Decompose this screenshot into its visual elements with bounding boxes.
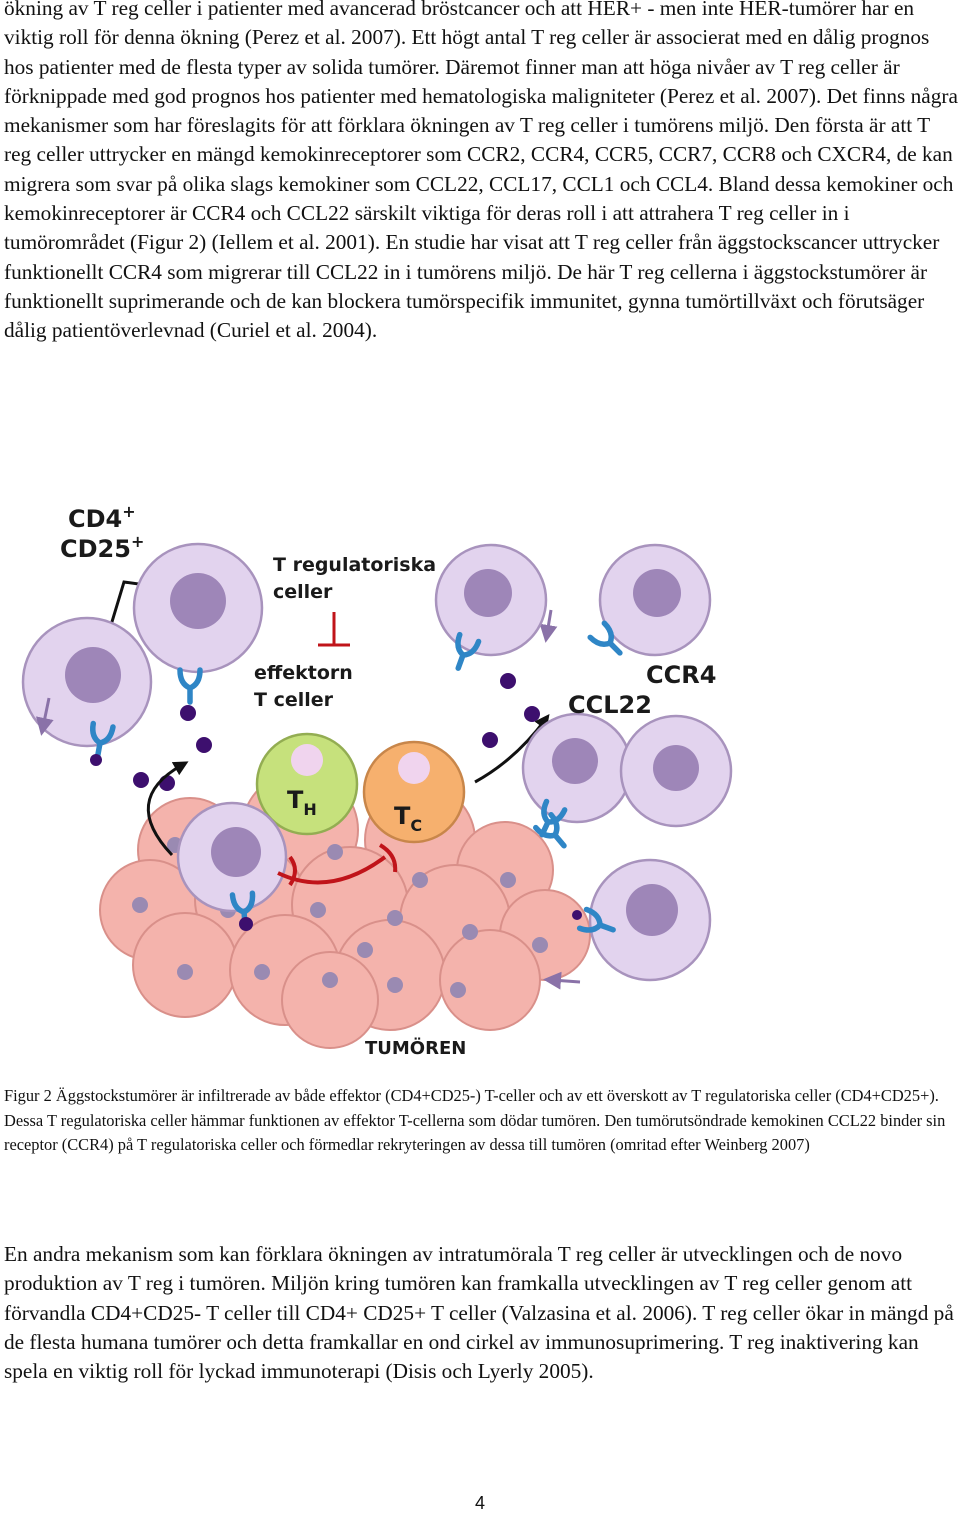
tc-cell: TC [362, 740, 466, 844]
label-cd25: CD25+ [60, 532, 144, 563]
inhibition-arc [277, 855, 387, 885]
treg-cell [176, 801, 288, 931]
svg-text:TH: TH [287, 786, 317, 819]
body-paragraph-bottom: En andra mekanism som kan förklara öknin… [4, 1242, 954, 1384]
label-effector: effektorn T celler [254, 662, 359, 711]
migration-arrow [474, 714, 550, 784]
treg-cell [21, 616, 153, 766]
treg-cell [590, 543, 712, 660]
tumor-mass [99, 771, 591, 1049]
treg-cell [572, 858, 712, 982]
treg-cell [132, 542, 264, 702]
figure-2: CD4+ CD25+ T regulatoriska celler effekt… [21, 502, 733, 1059]
migration-arrow [146, 761, 189, 857]
migration-arrow [543, 971, 581, 990]
page-number: 4 [474, 1493, 485, 1513]
label-cd4: CD4+ [68, 502, 136, 533]
treg-cell [619, 714, 733, 828]
label-ccr4: CCR4 [646, 661, 716, 689]
chemokine-dots [133, 673, 586, 791]
th-cell: TH [255, 732, 359, 836]
migration-arrow [36, 697, 54, 736]
treg-cell [521, 712, 633, 839]
label-ccl22: CCL22 [568, 691, 652, 719]
svg-text:TC: TC [394, 802, 422, 835]
figure-caption: Figur 2 Äggstockstumörer är infiltrerade… [4, 1086, 946, 1155]
migration-arrow [539, 609, 558, 643]
inhibition-arrow [288, 855, 297, 887]
body-paragraph-top: ökning av T reg celler i patienter med a… [4, 0, 958, 343]
inhibition-arrow [378, 843, 398, 873]
label-tumor: TUMÖREN [365, 1037, 466, 1059]
label-treg: T regulatoriska celler [273, 554, 443, 603]
treg-cell [434, 543, 548, 672]
